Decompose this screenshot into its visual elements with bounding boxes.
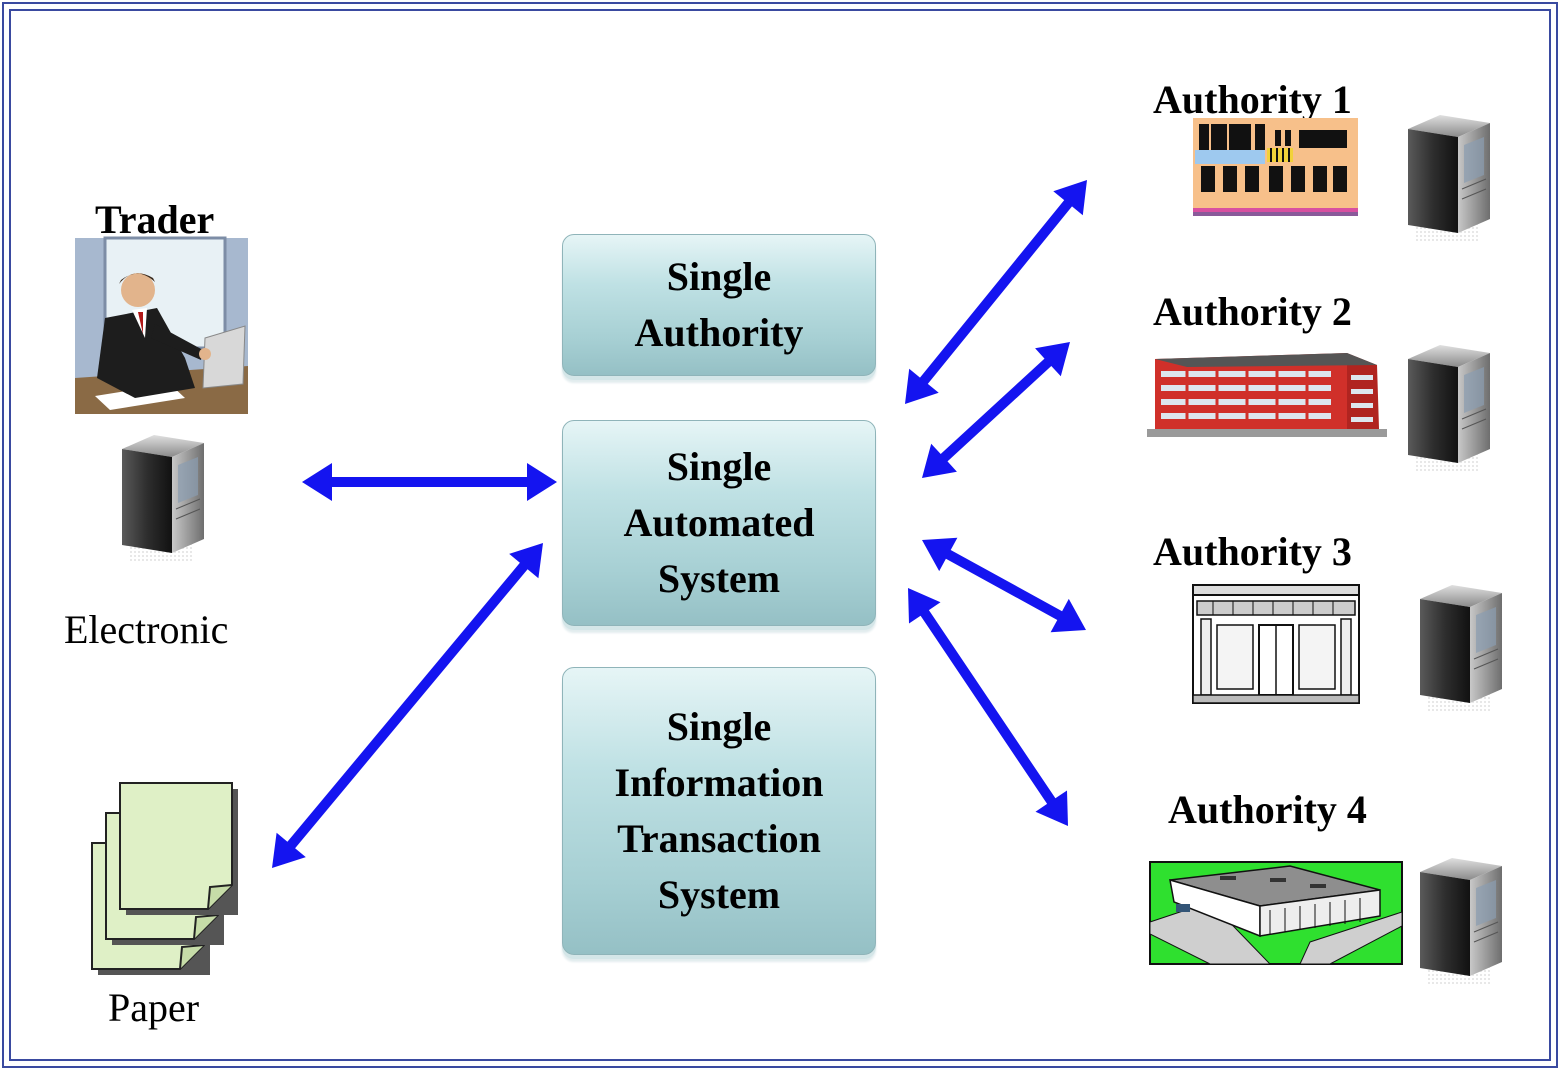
single-automated-line-1: Single <box>666 444 772 489</box>
trader-icon <box>75 236 248 414</box>
building-icon <box>1149 861 1403 965</box>
server-icon <box>1407 114 1491 244</box>
single-information-transaction-system-box: Single Information Transaction System <box>562 667 876 955</box>
electronic-label: Electronic <box>64 607 229 652</box>
arrow-authority-4 <box>908 588 1068 826</box>
authority-4-label: Authority 4 <box>1168 787 1367 832</box>
authority-1-label: Authority 1 <box>1153 77 1352 122</box>
arrow-authority-2 <box>922 342 1070 478</box>
arrow-authority-3 <box>922 537 1086 633</box>
authority-2-label: Authority 2 <box>1153 289 1352 334</box>
single-info-line-2: Information <box>614 760 824 805</box>
single-automated-line-3: System <box>657 556 781 601</box>
paper-stack-icon <box>91 782 238 975</box>
server-icon <box>1419 584 1503 714</box>
single-info-line-3: Transaction <box>617 816 821 861</box>
connection-arrows <box>272 180 1087 868</box>
server-icon <box>1419 857 1503 987</box>
building-icon <box>1193 118 1358 216</box>
single-automated-line-2: Automated <box>623 500 815 545</box>
arrow-trader-electronic <box>302 463 557 501</box>
single-info-line-1: Single <box>666 704 772 749</box>
frame-inner-border <box>9 9 1551 1061</box>
single-authority-line-1: Single <box>666 254 772 299</box>
trader-title: Trader <box>95 197 215 242</box>
single-automated-system-box: Single Automated System <box>562 420 876 626</box>
single-info-line-4: System <box>657 872 781 917</box>
building-icon <box>1192 584 1360 704</box>
server-icon <box>121 434 205 564</box>
building-icon <box>1147 353 1387 437</box>
server-icon <box>1407 344 1491 474</box>
arrow-authority-1 <box>905 180 1087 404</box>
arrow-trader-paper <box>272 543 543 868</box>
single-authority-box: Single Authority <box>562 234 876 376</box>
authority-3-label: Authority 3 <box>1153 529 1352 574</box>
paper-label: Paper <box>108 985 200 1030</box>
single-authority-line-2: Authority <box>634 310 804 355</box>
